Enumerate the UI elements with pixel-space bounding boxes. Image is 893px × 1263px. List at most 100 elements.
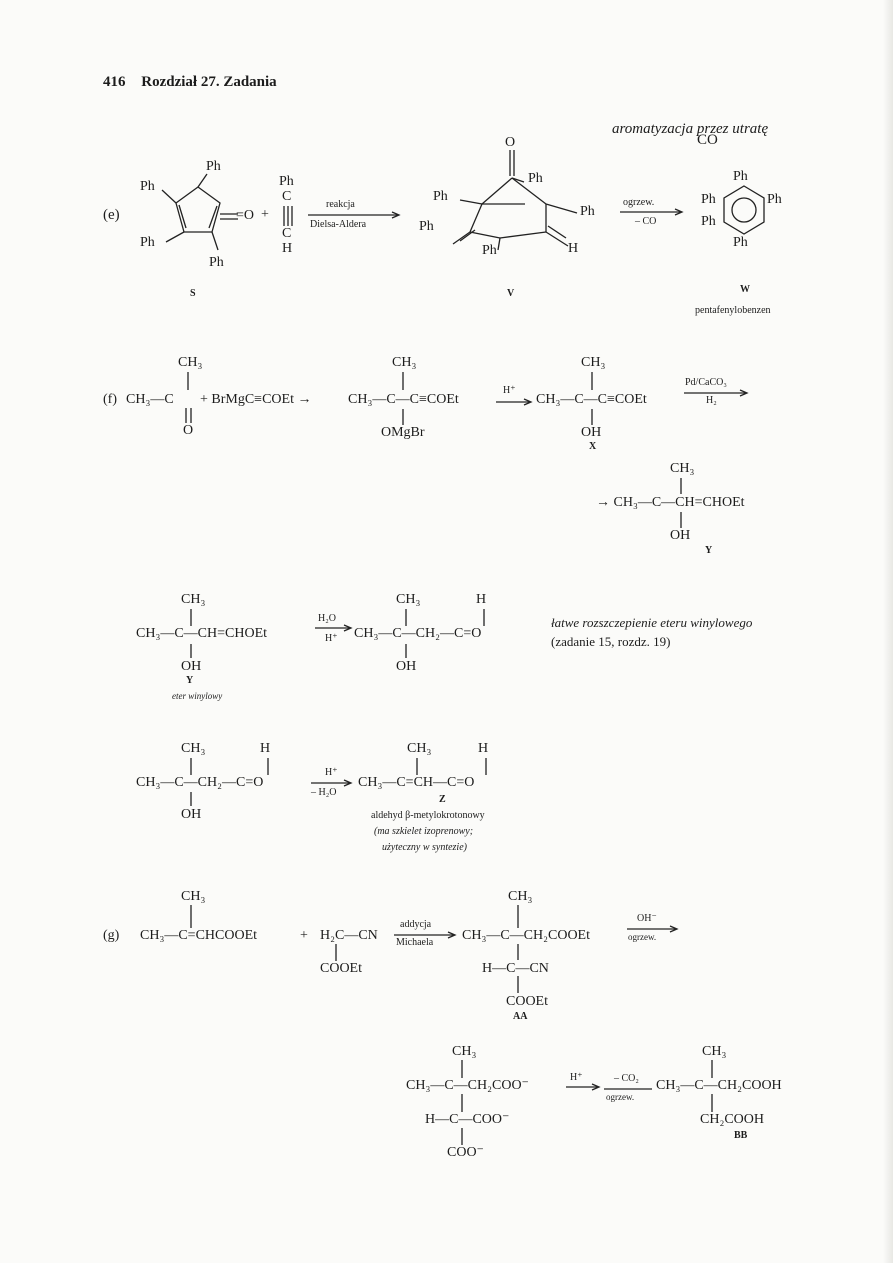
label-x: X [589,441,597,452]
label-y-f: Y [705,545,713,556]
alkyne-h: H [282,241,293,256]
deh-oh: OH [181,807,202,822]
fin-co2-top: – CO₂ [614,1073,639,1084]
z-name-1: aldehyd β-metylokrotonowy [371,810,485,821]
z-name-3: użyteczny w syntezie) [382,842,467,853]
f-ch3-3: CH₃ [581,355,606,370]
fin-ch3-1: CH₃ [452,1044,477,1059]
z-name-2: (ma szkielet izoprenowy; [374,826,474,837]
fin-hplus: H⁺ [570,1072,583,1083]
cyclopentadienone-ring [175,186,221,233]
label-z: Z [439,794,446,805]
s-ph-1: Ph [206,159,221,174]
w-ph-3: Ph [767,192,782,207]
v-ph-1: Ph [528,171,543,186]
arrow1-label-bottom: Dielsa-Aldera [310,219,367,230]
arrow2-label-bottom: – CO [635,216,657,227]
g-ester: CH₃—C=CHCOOEt [140,928,258,943]
w-ph-5: Ph [733,235,748,250]
hyd-arrow-bottom: H⁺ [325,633,338,644]
v-ph-2: Ph [433,189,448,204]
chapter-title: Rozdział 27. Zadania [141,74,277,90]
hyd-note-1: łatwe rozszczepienie eteru winylowego [551,615,753,630]
hyd-oh-2: OH [396,659,417,674]
w-ph-2: Ph [701,192,716,207]
deh-h-1: H [260,741,271,756]
g-aa-line: CH₃—C—CH₂COOEt [462,928,590,943]
f-y-line: → CH₃—C—CH=CHOEt [596,495,745,510]
f-ch3-1: CH₃ [178,355,203,370]
plus-e: + [261,207,269,222]
label-f: (f) [103,392,117,407]
label-aa: AA [513,1011,528,1022]
fin-ch3-2: CH₃ [702,1044,727,1059]
label-bb: BB [734,1130,748,1141]
v-ph-5: Ph [580,204,595,219]
label-y-hyd: Y [186,675,194,686]
s-carbonyl: =O [236,208,255,223]
label-v: V [507,288,515,299]
label-g: (g) [103,928,120,943]
f-catalyst-bottom: H₂ [706,395,717,406]
page-number: 416 [103,74,126,90]
f-ch3-2: CH₃ [392,355,417,370]
g-malononitrile: H₂C—CN [320,928,378,943]
f-product-x: CH₃—C—C≡COEt [536,392,647,407]
hyd-arrow-top: H₂O [318,613,336,624]
label-e: (e) [103,207,120,223]
hyd-oh-1: OH [181,659,202,674]
w-ph-4: Ph [701,214,716,229]
hyd-h: H [476,592,487,607]
g-ch3-2: CH₃ [508,889,533,904]
deh-arrow-bottom: – H₂O [311,787,337,798]
v-ph-4: Ph [482,243,497,258]
fin-coo: COO⁻ [447,1145,484,1160]
label-w: W [740,284,750,295]
g-arrow-top: addycja [400,919,432,930]
hyd-left: CH₃—C—CH=CHOEt [136,626,268,641]
v-h: H [568,241,579,256]
deh-arrow-top: H⁺ [325,767,338,778]
deh-ch3-1: CH₃ [181,741,206,756]
g-arrow-bottom: Michaela [396,937,434,948]
arrow1-label-top: reakcja [326,199,355,210]
g-arrow2-bottom: ogrzew. [628,932,657,942]
g-arrow2-top: OH⁻ [637,913,657,924]
fin-anion-line: CH₃—C—CH₂COO⁻ [406,1078,529,1093]
g-ch3-1: CH₃ [181,889,206,904]
hyd-ch3-2: CH₃ [396,592,421,607]
page-header: 416 Rozdział 27. Zadania [103,74,277,91]
alkyne-c1: C [282,189,292,204]
f-catalyst-top: Pd/CaCO₃ [685,377,727,388]
aromatization-co: CO [697,132,718,148]
g-hccn: H—C—CN [482,961,549,976]
v-ph-3: Ph [419,219,434,234]
f-x-oh: OH [581,425,602,440]
fin-bb-line: CH₃—C—CH₂COOH [656,1078,782,1093]
page-edge-shadow [883,0,893,1263]
hyd-right: CH₃—C—CH₂—C=O [354,626,482,641]
f-ketone-o: O [183,423,194,438]
s-ph-2: Ph [140,179,155,194]
aromatization-note: aromatyzacja przez utratę [612,121,769,137]
g-cooet-2: COOEt [506,994,548,1009]
f-y-oh: OH [670,528,691,543]
arrow2-label-top: ogrzew. [623,197,655,208]
f-intermediate: CH₃—C—C≡COEt [348,392,459,407]
w-name: pentafenylobenzen [695,305,771,316]
f-omgbr: OMgBr [381,425,425,440]
fin-ch2cooh: CH₂COOH [700,1112,764,1127]
benzene-ring [723,185,765,235]
hyd-ch3-1: CH₃ [181,592,206,607]
f-ketone: CH₃—C [126,392,174,407]
eter-winylowy: eter winylowy [172,691,223,701]
deh-right: CH₃—C=CH—C=O [358,775,475,790]
deh-left: CH₃—C—CH₂—C=O [136,775,264,790]
w-ph-1: Ph [733,169,748,184]
deh-h-2: H [478,741,489,756]
fin-co2-bottom: ogrzew. [606,1092,635,1102]
deh-ch3-2: CH₃ [407,741,432,756]
f-arrow-hplus: H⁺ [503,385,516,396]
s-ph-3: Ph [140,235,155,250]
